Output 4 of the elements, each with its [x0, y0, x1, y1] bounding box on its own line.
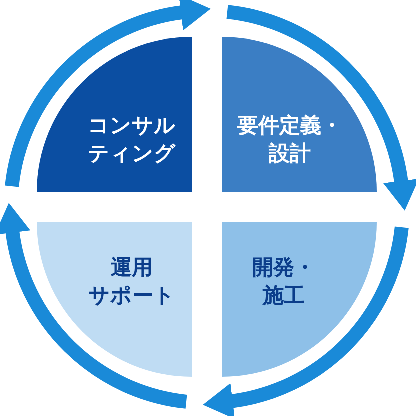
segment-label: 要件定義・設計 — [238, 112, 342, 168]
segment-label: 運用サポート — [88, 254, 176, 310]
segment-label: コンサルティング — [88, 112, 176, 168]
segment-label: 開発・施工 — [252, 254, 316, 310]
